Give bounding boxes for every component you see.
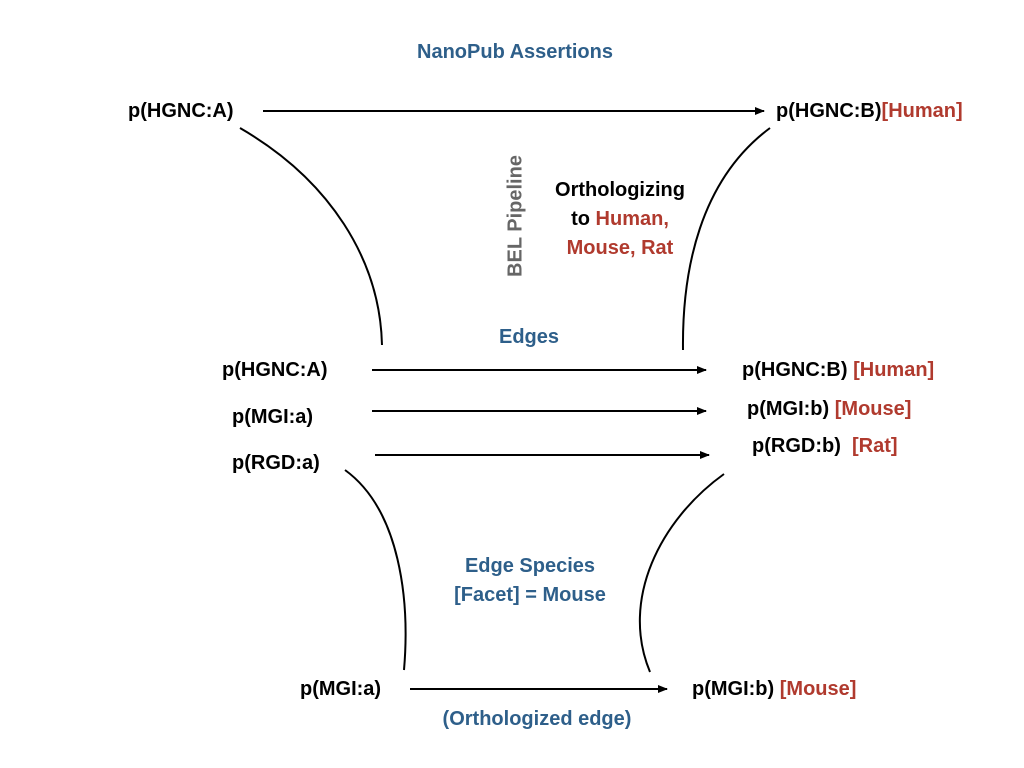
top-target-node: p(HGNC:B)[Human] (776, 99, 963, 123)
middle-source-node-mouse: p(MGI:a) (232, 406, 314, 428)
middle-target-node-human: p(HGNC:B) [Human] (742, 358, 934, 382)
bottom-target-node: p(MGI:b) [Mouse] (692, 677, 856, 701)
top-source-node: p(HGNC:A) (128, 99, 234, 123)
node-label: p(MGI:b) (747, 398, 830, 420)
node-label: p(RGD:b) (752, 435, 841, 457)
edge-species-title: Edge Species (464, 555, 596, 577)
species-tag: [Mouse] (779, 678, 857, 700)
species-tag: [Mouse] (834, 398, 912, 420)
middle-target-node-mouse: p(MGI:b) [Mouse] (747, 397, 911, 421)
bottom-source-node: p(MGI:a) (300, 678, 382, 700)
orthologizing-line1: Orthologizing (555, 179, 685, 201)
node-label: p(HGNC:B) (742, 359, 848, 381)
bel-pipeline-label: BEL Pipeline (504, 155, 527, 277)
edges-label: Edges (498, 326, 560, 348)
orthologizing-note: Orthologizing to Human, Mouse, Rat (555, 176, 685, 263)
species-tag: [Human] (881, 100, 963, 122)
orthologizing-species-human: Human, (595, 208, 669, 230)
middle-source-node-human: p(HGNC:A) (222, 359, 328, 381)
funnel-curve-bottom-right (638, 473, 725, 673)
orthologized-edge-label: (Orthologized edge) (442, 708, 632, 730)
orthologizing-line3: Mouse, Rat (566, 237, 674, 259)
funnel-curve-top-left (239, 127, 383, 346)
edge-species-facet: [Facet] = Mouse (454, 584, 606, 606)
species-tag: [Rat] (851, 435, 898, 457)
middle-source-node-rat: p(RGD:a) (232, 452, 320, 474)
funnel-curve-bottom-left (344, 469, 407, 671)
species-tag: [Human] (853, 359, 935, 381)
middle-target-node-rat: p(RGD:b) [Rat] (752, 434, 898, 458)
node-label: p(HGNC:A) (128, 100, 234, 122)
funnel-curve-top-right (681, 127, 771, 351)
node-label: p(HGNC:B) (776, 100, 882, 122)
node-label: p(MGI:b) (692, 678, 775, 700)
diagram-title: NanoPub Assertions (417, 41, 613, 63)
orthologizing-line2: to Human, (571, 208, 669, 230)
